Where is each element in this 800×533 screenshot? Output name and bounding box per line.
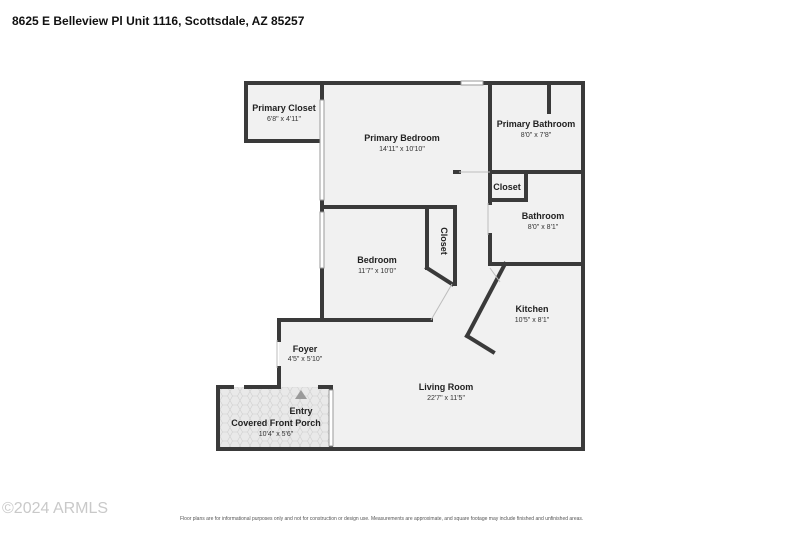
- room-porch: Entry Covered Front Porch 10'4" x 5'6": [231, 406, 321, 438]
- room-name: Bathroom: [522, 211, 565, 221]
- floor-area: [246, 83, 583, 449]
- room-name: Covered Front Porch: [231, 418, 321, 428]
- room-name: Bedroom: [357, 255, 397, 265]
- room-dims: 10'4" x 5'6": [259, 431, 294, 438]
- room-closet-hall: Closet: [493, 182, 521, 192]
- room-dims: 14'11" x 10'10": [379, 146, 425, 153]
- room-dims: 8'0" x 8'1": [528, 224, 559, 231]
- porch-floor: [218, 387, 331, 449]
- room-dims: 11'7" x 10'0": [358, 268, 396, 275]
- room-primary-bathroom: Primary Bathroom 8'0" x 7'8": [497, 119, 576, 139]
- room-dims: 4'5" x 5'10": [288, 356, 323, 363]
- room-bathroom: Bathroom 8'0" x 8'1": [522, 211, 565, 231]
- doors: [276, 171, 501, 368]
- listing-address: 8625 E Belleview Pl Unit 1116, Scottsdal…: [12, 14, 305, 28]
- room-bedroom: Bedroom 11'7" x 10'0": [357, 255, 397, 275]
- room-closet-bed: Closet: [439, 227, 449, 255]
- entry-arrow-icon: [295, 390, 307, 399]
- room-name: Primary Closet: [252, 103, 316, 113]
- room-name: Foyer: [293, 344, 318, 354]
- room-kitchen: Kitchen 10'5" x 8'1": [515, 304, 550, 324]
- room-name: Kitchen: [515, 304, 548, 314]
- room-name: Closet: [493, 182, 521, 192]
- room-dims: 6'8" x 4'11": [267, 116, 301, 123]
- room-foyer: Foyer 4'5" x 5'10": [288, 344, 323, 363]
- mls-watermark: ©2024 ARMLS: [2, 500, 109, 517]
- room-name: Primary Bedroom: [364, 133, 440, 143]
- room-dims: 10'5" x 8'1": [515, 317, 550, 324]
- room-name: Living Room: [419, 382, 474, 392]
- disclaimer-text: Floor plans are for informational purpos…: [180, 516, 584, 522]
- room-name: Closet: [439, 227, 449, 255]
- room-primary-bedroom: Primary Bedroom 14'11" x 10'10": [364, 133, 440, 153]
- room-living: Living Room 22'7" x 11'5": [419, 382, 474, 402]
- room-dims: 8'0" x 7'8": [521, 132, 552, 139]
- room-name: Entry: [289, 406, 312, 416]
- windows: [319, 80, 484, 447]
- room-primary-closet: Primary Closet 6'8" x 4'11": [252, 103, 316, 123]
- room-name: Primary Bathroom: [497, 119, 576, 129]
- walls: [216, 81, 585, 451]
- room-dims: 22'7" x 11'5": [427, 395, 465, 402]
